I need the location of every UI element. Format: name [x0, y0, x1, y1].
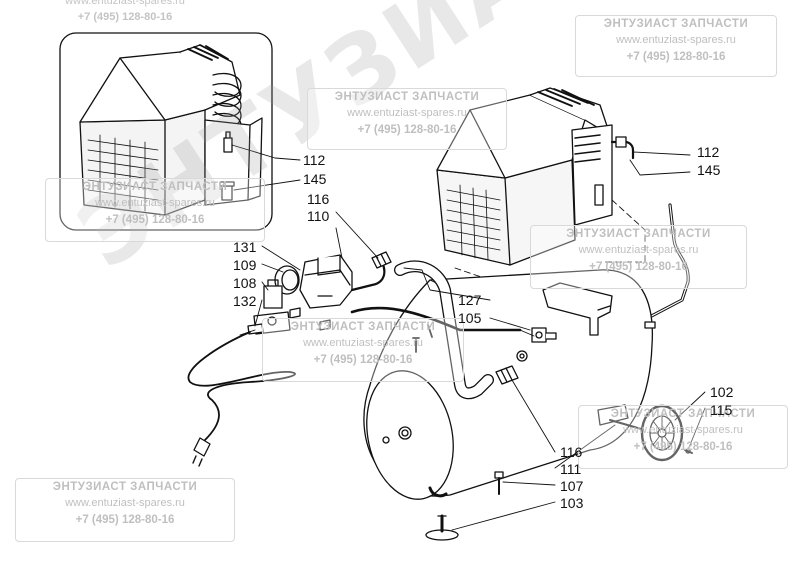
fitting-116-bottom [495, 365, 519, 385]
elbow-fitting-112 [610, 136, 635, 160]
watermark-url: www.entuziast-spares.ru [65, 496, 185, 509]
watermark-url: www.entuziast-spares.ru [347, 106, 467, 119]
callout-132: 132 [233, 293, 257, 309]
watermark-url: www.entuziast-spares.ru [303, 336, 423, 349]
wheel-axle-111 [597, 404, 646, 431]
watermark-phone: +7 (495) 128-80-16 [626, 50, 726, 63]
watermark-company: ЭНТУЗИАСТ ЗАПЧАСТИ [290, 321, 436, 333]
callout-116-top: 116 [307, 191, 330, 207]
watermark-company: ЭНТУЗИАСТ ЗАПЧАСТИ [52, 481, 198, 493]
wheel-102 [640, 404, 684, 462]
callout-116-bottom: 116 [560, 444, 583, 460]
main-motor-housing [436, 87, 613, 266]
watermark-company: ЭНТУЗИАСТ ЗАПЧАСТИ [566, 228, 711, 240]
watermark-url: www.entuziast-spares.ru [95, 196, 215, 209]
inset-fitting-145 [219, 181, 235, 201]
fitting-105 [531, 327, 557, 343]
watermark-box-lower-left: ЭНТУЗИАСТ ЗАПЧАСТИ www.entuziast-spares.… [15, 478, 235, 542]
watermark-top-left: www.entuziast-spares.ru +7 (495) 128-80-… [25, 0, 225, 26]
pipe-end-fitting [644, 321, 656, 329]
rubber-foot-103 [425, 514, 459, 541]
watermark-phone: +7 (495) 128-80-16 [313, 353, 413, 366]
callout-145-inset: 145 [303, 171, 327, 187]
watermark-company: ЭНТУЗИАСТ ЗАПЧАСТИ [603, 18, 749, 30]
main-leaders-112-145 [629, 151, 691, 176]
watermark-box-upper-center: ЭНТУЗИАСТ ЗАПЧАСТИ www.entuziast-spares.… [307, 88, 507, 150]
pressure-switch-110 [299, 254, 353, 309]
watermark-box-right-middle: ЭНТУЗИАСТ ЗАПЧАСТИ www.entuziast-spares.… [530, 225, 747, 289]
inset-leader-145 [233, 179, 301, 191]
callout-110: 110 [307, 208, 330, 224]
callout-112: 112 [697, 144, 720, 160]
inset-panel [59, 32, 301, 231]
watermark-url: www.entuziast-spares.ru [616, 33, 736, 46]
watermark-phone: +7 (495) 128-80-16 [75, 513, 175, 526]
inset-leader-112 [231, 144, 301, 161]
pin-lower [427, 324, 433, 338]
watermark-url: www.entuziast-spares.ru [578, 243, 699, 256]
callout-107: 107 [560, 478, 584, 494]
watermark-company: ЭНТУЗИАСТ ЗАПЧАСТИ [610, 408, 756, 420]
watermark-phone: +7 (495) 128-80-16 [589, 260, 688, 273]
watermark-box-lower-right: ЭНТУЗИАСТ ЗАПЧАСТИ www.entuziast-spares.… [578, 405, 788, 469]
watermark-phone: +7 (495) 128-80-16 [357, 123, 457, 136]
air-tank [363, 269, 654, 500]
watermark-box-inset: ЭНТУЗИАСТ ЗАПЧАСТИ www.entuziast-spares.… [45, 178, 265, 242]
callout-102: 102 [710, 384, 734, 400]
small-fitting-109 [289, 307, 331, 331]
watermark-phone: +7 (495) 128-80-16 [105, 213, 205, 226]
callout-115: 115 [710, 402, 733, 418]
tank-handle [394, 260, 494, 400]
watermark-url: www.entuziast-spares.ru [65, 0, 185, 7]
callout-108: 108 [233, 275, 257, 291]
delivery-pipe-145 [623, 203, 690, 332]
callout-111: 111 [560, 461, 582, 477]
motor-mount-bracket [542, 282, 613, 336]
watermark-phone: +7 (495) 128-80-16 [77, 10, 173, 23]
callout-145: 145 [697, 162, 721, 178]
watermark-box-center: ЭНТУЗИАСТ ЗАПЧАСТИ www.entuziast-spares.… [262, 318, 464, 382]
callout-leaders [239, 211, 706, 531]
callout-112-inset: 112 [303, 152, 326, 168]
inset-coil-fins [204, 72, 263, 206]
watermark-company: ЭНТУЗИАСТ ЗАПЧАСТИ [82, 181, 228, 193]
pin-upper [412, 337, 420, 353]
callout-127: 127 [458, 292, 482, 308]
callout-103: 103 [560, 495, 584, 511]
watermark-company: ЭНТУЗИАСТ ЗАПЧАСТИ [334, 91, 480, 103]
callout-131: 131 [233, 239, 257, 255]
foot-bolt-107 [494, 471, 504, 495]
power-cord [187, 331, 296, 467]
callout-105: 105 [458, 310, 482, 326]
hose-127 [350, 306, 522, 332]
watermark-box-top-right: ЭНТУЗИАСТ ЗАПЧАСТИ www.entuziast-spares.… [575, 15, 777, 77]
watermark-url: www.entuziast-spares.ru [623, 423, 743, 436]
callout-109: 109 [233, 257, 257, 273]
watermark-phone: +7 (495) 128-80-16 [633, 440, 733, 453]
